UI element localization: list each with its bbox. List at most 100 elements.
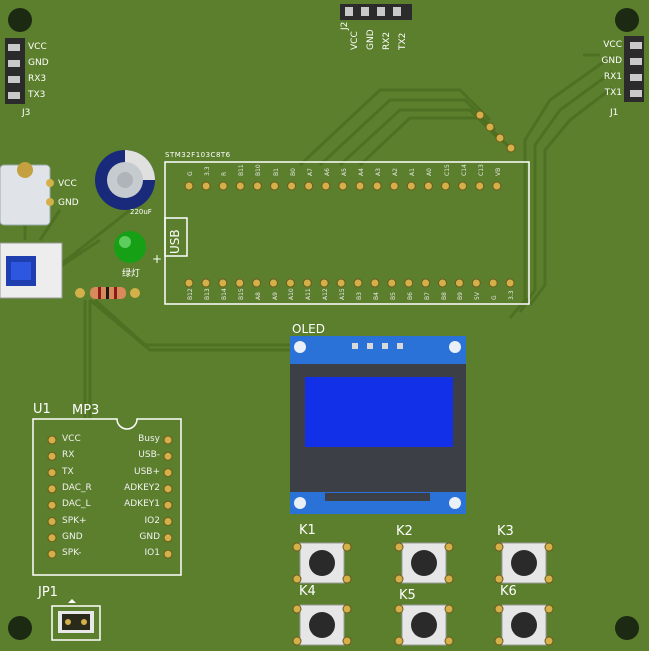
mcu-bottom-pin-label: B15 (237, 288, 245, 300)
mcu-top-pin-label: R (221, 171, 229, 176)
key-pad (444, 636, 454, 646)
key-label: K6 (500, 584, 517, 599)
mcu-bottom-pin-label: B6 (406, 292, 414, 300)
key-pad (544, 574, 554, 584)
key-pad (544, 542, 554, 552)
mp3-right-pin-label: ADKEY1 (124, 499, 160, 510)
oled-label: OLED (292, 322, 325, 336)
mcu-bottom-pin-label: B7 (423, 292, 431, 300)
mcu-top-pin-label: A4 (358, 168, 365, 176)
header-left-pin-label: GND (28, 58, 49, 68)
mcu-top-pad (252, 181, 262, 191)
mcu-top-pin-label: A0 (426, 168, 434, 176)
mcu-top-pad (270, 181, 279, 191)
led (114, 231, 146, 263)
mcu-top-pad (201, 181, 211, 191)
key-label: K4 (299, 584, 316, 599)
led-label: 绿灯 (122, 269, 141, 279)
mcu-bottom-pin-label: B8 (440, 292, 448, 300)
mp3-left-pad (47, 484, 57, 494)
mcu-top-pin-label: A2 (392, 168, 400, 176)
mcu-top-pad (406, 181, 416, 191)
key-pad (394, 574, 404, 584)
mcu-top-pad (287, 181, 297, 191)
mcu-top-pad (235, 181, 245, 191)
key-pad (342, 542, 352, 552)
key-label: K1 (299, 523, 316, 538)
key-pad (342, 574, 352, 584)
mp3-left-pin-label: DAC_R (62, 482, 92, 493)
capacitor-polarity: + (152, 252, 163, 266)
key-pad (444, 542, 454, 552)
header-right-ref: J1 (610, 108, 619, 118)
mcu-bottom-pin-label: 5V (474, 292, 482, 300)
mcu-top-pin-label: A3 (375, 168, 383, 176)
mp3-right-pad (163, 500, 173, 510)
mp3-left-pin-label: SPK+ (62, 515, 87, 526)
mcu-top-pad (184, 181, 194, 191)
mp3-right-pad (163, 435, 173, 445)
mcu-top-pin-label: A7 (306, 168, 314, 176)
mcu-bottom-pin-label: 3.3 (508, 290, 516, 300)
mcu-title: STM32F103C8T6 (165, 151, 231, 159)
mp3-right-pad (163, 517, 173, 526)
mcu-bottom-pad (387, 278, 397, 288)
header-left-pin-label: TX3 (28, 90, 46, 100)
mcu-bottom-pad (184, 278, 194, 288)
header-right-pin-label: TX1 (604, 88, 622, 98)
mp3-right-pin-label: USB- (138, 450, 160, 461)
mcu-outline (164, 161, 530, 305)
mcu-bottom-pin-label: A12 (322, 288, 330, 300)
mcu-bottom-pad (488, 278, 498, 288)
mounting-hole-tr (615, 8, 639, 32)
mp3-right-pad (163, 533, 173, 543)
mcu-top-pin-label: A5 (340, 168, 348, 176)
mcu-top-pad (492, 181, 502, 191)
capacitor (95, 150, 155, 210)
key-button (309, 550, 335, 576)
mcu-bottom-pad (302, 278, 312, 288)
mcu-bottom-pad (471, 278, 481, 288)
power-vcc-label: VCC (58, 179, 77, 189)
key-pad (444, 574, 454, 584)
mp3-right-pin-label: IO1 (144, 548, 160, 559)
jumper-ref: JP1 (38, 585, 58, 600)
jumper (51, 599, 101, 641)
mounting-hole-tl (8, 8, 32, 32)
mcu-bottom-pin-label: B13 (203, 288, 211, 300)
mp3-left-pad (47, 468, 57, 478)
header-top-pin-label: TX2 (398, 32, 408, 50)
mp3-left-pad (47, 435, 57, 445)
mp3-right-pad (163, 549, 173, 559)
key-pad (342, 636, 352, 646)
mcu-bottom-pin-label: B9 (457, 292, 465, 300)
mp3-right-pad (163, 484, 173, 494)
header-top-pin-label: RX2 (382, 31, 392, 50)
header-right-pin-label: VCC (603, 40, 622, 50)
mcu-bottom-pin-label: A9 (271, 292, 279, 300)
mcu-top-pad (458, 181, 468, 191)
key-pad (394, 604, 404, 614)
mp3-left-pad (47, 451, 57, 461)
mcu-bottom-pin-label: B14 (220, 288, 228, 300)
header-right-pin-label: RX1 (603, 72, 622, 82)
usb-connector (0, 242, 63, 299)
mcu-bottom-pad (421, 278, 431, 288)
key-pad (494, 604, 504, 614)
mcu-top-pin-label: C15 (443, 164, 451, 176)
mcu-bottom-pad (336, 278, 346, 288)
mp3-left-pin-label: TX (62, 466, 74, 477)
mcu-top-pad (304, 181, 314, 191)
mp3-left-pin-label: RX (62, 450, 75, 461)
mounting-hole-br (615, 616, 639, 640)
mp3-right-pin-label: USB+ (133, 466, 160, 477)
key-label: K5 (399, 588, 416, 603)
header-top-pin-label: VCC (350, 31, 360, 50)
power-gnd-label: GND (58, 198, 79, 208)
mcu-bottom-pin-label: A11 (305, 288, 313, 300)
header-right-pin-label: GND (601, 56, 622, 66)
mcu-top-pin-label: C14 (460, 164, 468, 176)
mcu-top-pad (355, 181, 365, 191)
key-label: K3 (497, 524, 514, 539)
